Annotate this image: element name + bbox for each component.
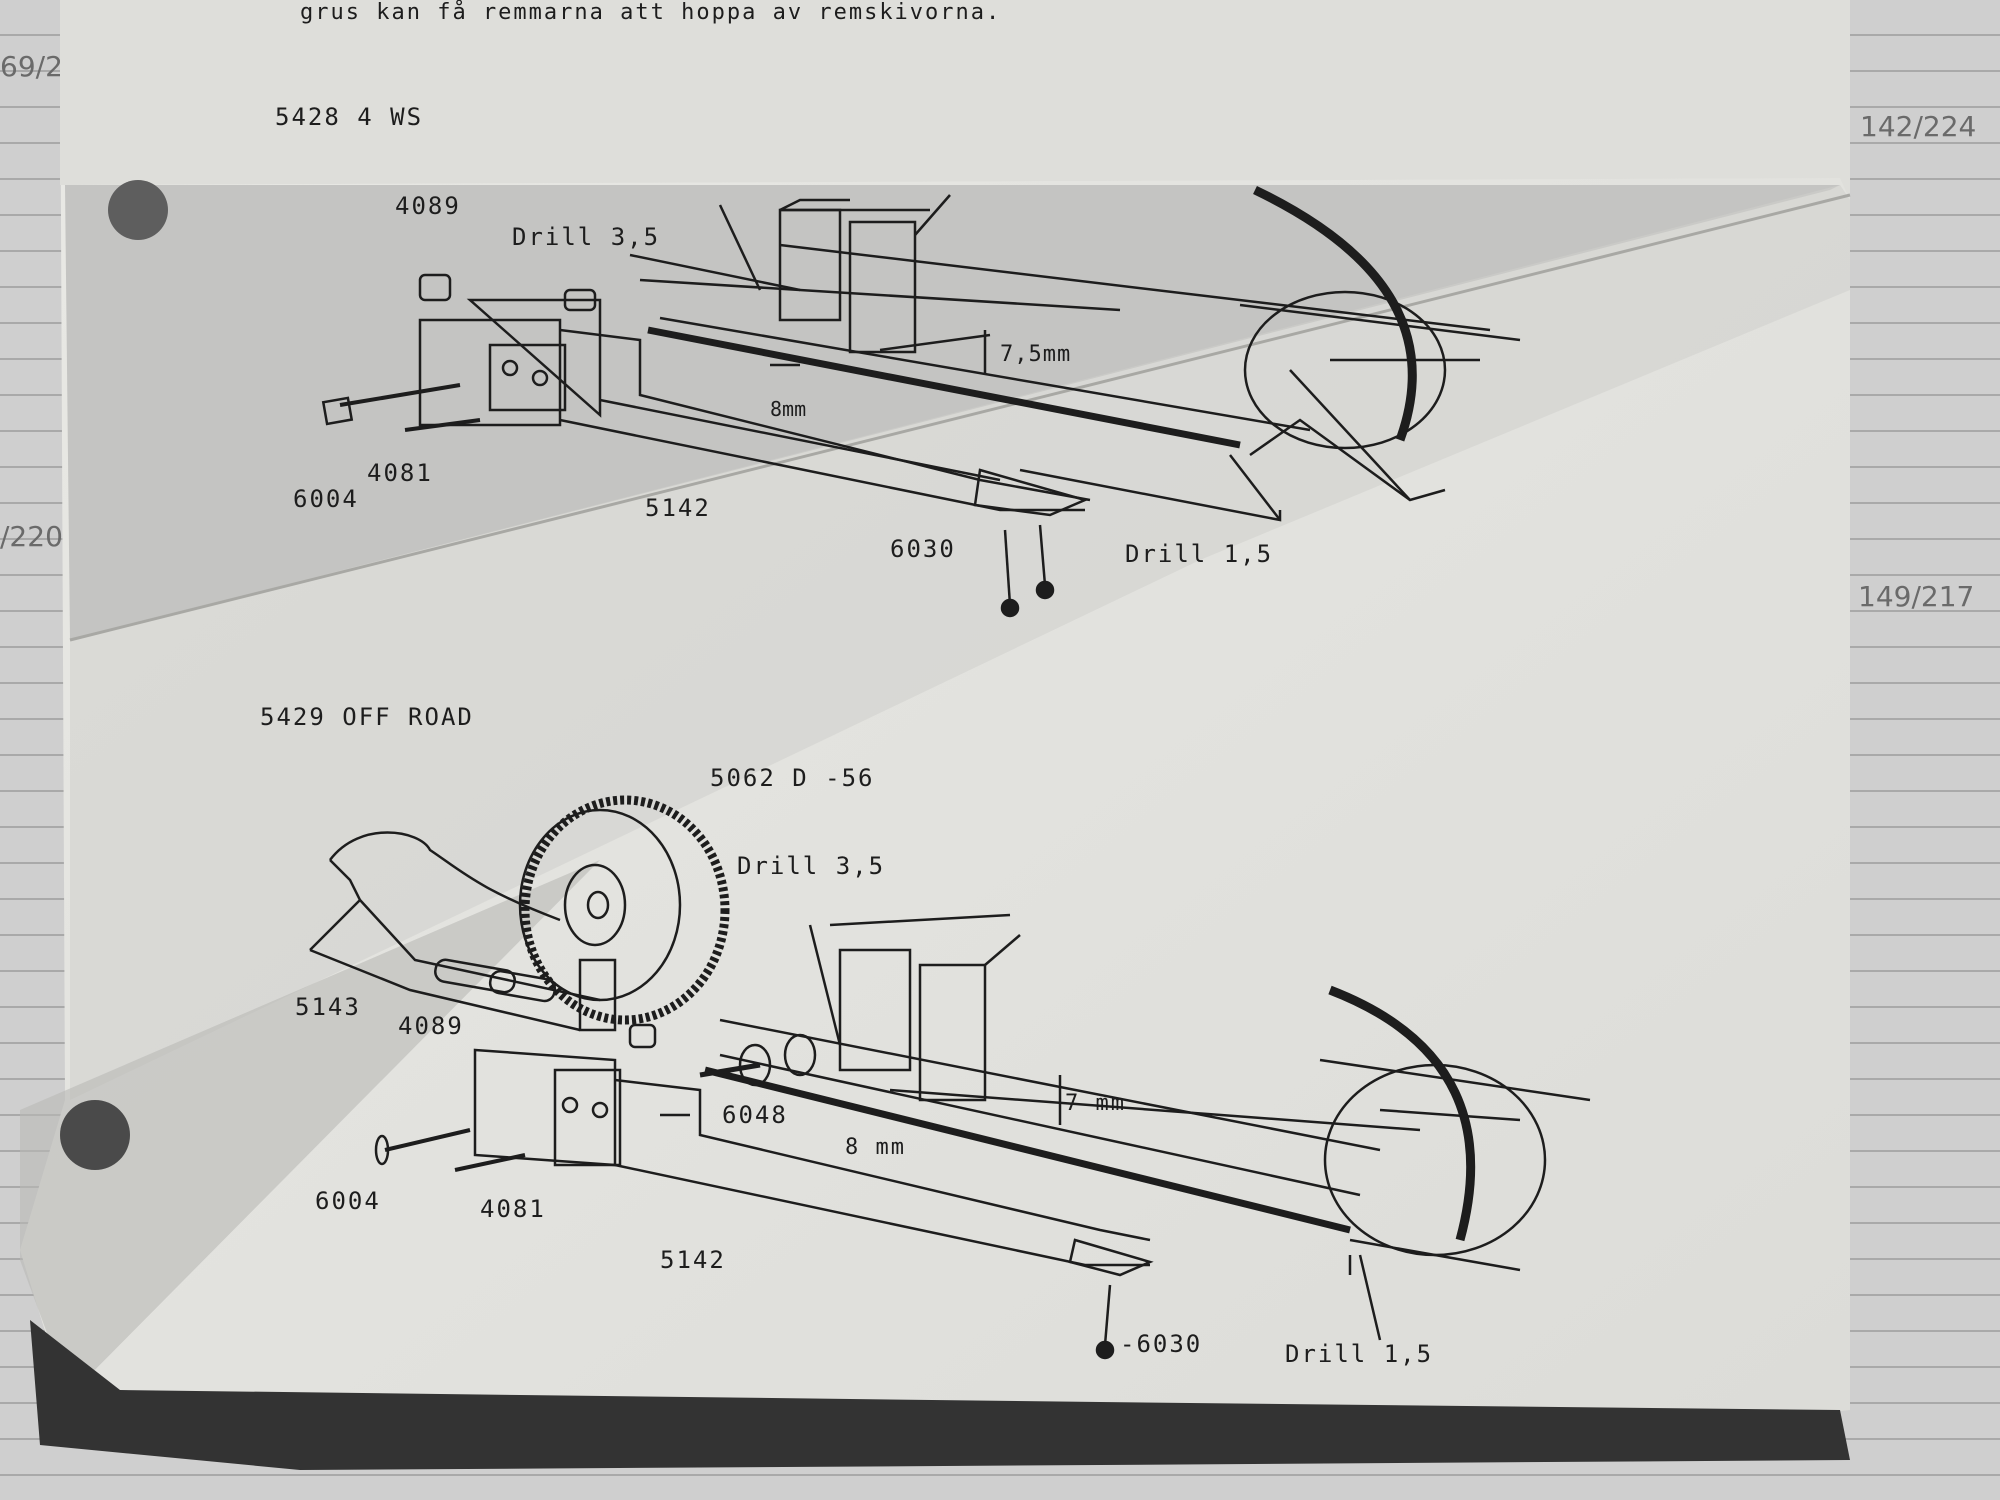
bottom-label-8mm: 8 mm — [845, 1135, 906, 1160]
bottom-label-5143: 5143 — [295, 993, 361, 1021]
top-label-4089: 4089 — [395, 192, 461, 220]
top-label-drill-3-5: Drill 3,5 — [512, 223, 661, 251]
header-text: grus kan få remmarna att hoppa av remski… — [300, 0, 1002, 25]
bottom-label-5062: 5062 D -56 — [710, 764, 875, 792]
top-label-drill-1-5: Drill 1,5 — [1125, 540, 1274, 568]
top-label-7-5mm: 7,5mm — [1000, 342, 1072, 367]
bottom-label-4089: 4089 — [398, 1012, 464, 1040]
bottom-label-drill-1-5: Drill 1,5 — [1285, 1340, 1434, 1368]
bottom-diagram-title: 5429 OFF ROAD — [260, 703, 474, 731]
bottom-label-6048: 6048 — [722, 1101, 788, 1129]
right-margin-number-1: 142/224 — [1860, 110, 1977, 143]
right-margin-number-2: 149/217 — [1858, 580, 1975, 613]
bottom-label-5142: 5142 — [660, 1246, 726, 1274]
bottom-label-6030: -6030 — [1120, 1330, 1203, 1358]
bottom-label-4081: 4081 — [480, 1195, 546, 1223]
punch-hole-bottom — [60, 1100, 130, 1170]
top-diagram-title: 5428 4 WS — [275, 103, 424, 131]
top-label-5142: 5142 — [645, 494, 711, 522]
punch-hole-top — [108, 180, 168, 240]
bottom-label-6004: 6004 — [315, 1187, 381, 1215]
bottom-label-drill-3-5: Drill 3,5 — [737, 852, 886, 880]
top-label-8mm: 8mm — [770, 397, 807, 421]
top-label-4081: 4081 — [367, 459, 433, 487]
top-label-6004: 6004 — [293, 485, 359, 513]
top-label-6030: 6030 — [890, 535, 956, 563]
left-margin-number-2: /220 — [0, 520, 63, 553]
bottom-label-7mm: 7 mm — [1065, 1091, 1126, 1116]
